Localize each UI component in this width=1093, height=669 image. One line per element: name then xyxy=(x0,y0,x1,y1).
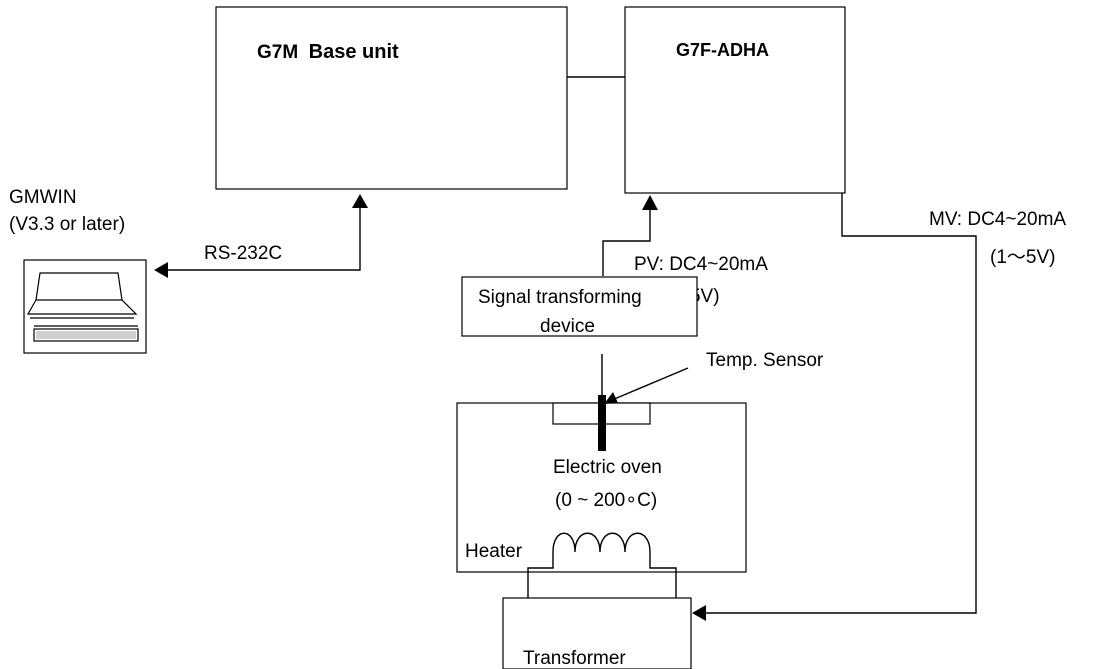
svg-text:G7M Base unit: G7M Base unit xyxy=(257,41,399,63)
mv-wire xyxy=(706,193,977,614)
base-unit-prefix: G7M xyxy=(257,42,298,63)
module-block: G7F-ADHA xyxy=(624,6,846,194)
base-unit-name: Base unit xyxy=(309,41,399,63)
transformer-label: Transformer xyxy=(523,648,626,669)
heater-label: Heater xyxy=(465,541,523,562)
base-unit-block: G7M Base unit xyxy=(215,6,568,190)
mv-label: MV: DC4~20mA xyxy=(929,209,1066,230)
oven-range: (0 ~ 200∘C) xyxy=(555,490,657,511)
oven-name: Electric oven xyxy=(553,457,662,478)
sensor-label: Temp. Sensor xyxy=(706,350,824,371)
pc-icon xyxy=(23,259,147,354)
temp-sensor-probe xyxy=(598,395,606,451)
pv-wire xyxy=(602,208,651,276)
signal-transforming-device: Signal transforming device xyxy=(461,276,698,337)
pv-arrowhead xyxy=(642,195,658,210)
pc-version: (V3.3 or later) xyxy=(9,214,125,235)
pc-name: GMWIN xyxy=(9,187,77,208)
sensor-callout-arrowhead xyxy=(604,392,618,404)
mv-range: (1～5V) xyxy=(990,247,1055,268)
module-name: G7F-ADHA xyxy=(676,40,769,60)
transformer: Transformer xyxy=(502,597,692,669)
pc-arrowhead xyxy=(154,262,168,278)
sensor-callout xyxy=(611,367,689,401)
pv-label: PV: DC4~20mA xyxy=(634,254,768,275)
rs232-wire xyxy=(168,197,361,271)
transducer-line1: Signal transforming xyxy=(478,287,642,308)
transducer-line2: device xyxy=(540,316,595,337)
base-unit-arrowhead xyxy=(352,194,368,208)
rs232-label: RS-232C xyxy=(204,243,282,264)
heater-coil xyxy=(527,532,677,598)
mv-arrowhead xyxy=(692,605,706,621)
